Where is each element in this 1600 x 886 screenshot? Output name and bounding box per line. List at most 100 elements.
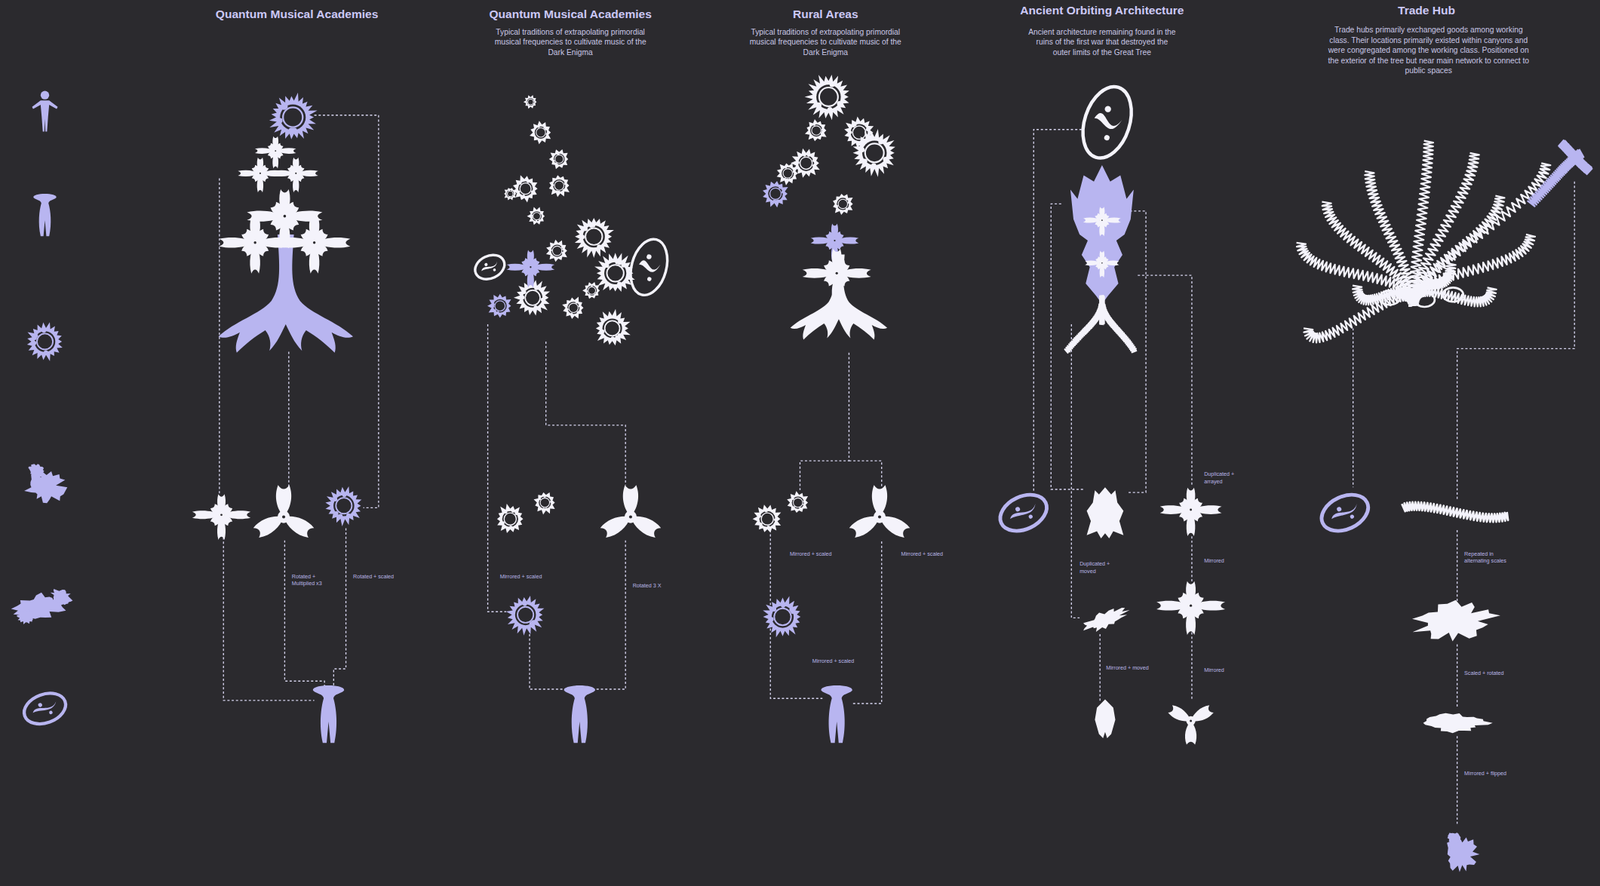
figure-part <box>240 228 259 247</box>
figure-part <box>762 181 789 208</box>
figure-part <box>1186 601 1195 611</box>
figure-part <box>522 601 528 607</box>
leader-line <box>1456 736 1458 824</box>
figure-part <box>25 460 48 482</box>
figure-small-person <box>31 90 58 132</box>
figure-part <box>551 184 554 187</box>
figure-part <box>529 621 535 627</box>
figure-part <box>585 227 602 245</box>
figure-part <box>555 154 564 163</box>
figure-part <box>836 197 849 210</box>
figure-part <box>549 149 569 169</box>
figure-part <box>1103 104 1112 113</box>
figure-part <box>1409 594 1504 647</box>
figure-part <box>617 319 622 324</box>
figure-part <box>776 199 781 203</box>
cross-figure <box>192 494 251 541</box>
figure-part <box>502 511 519 528</box>
transform-note: Duplicated + arrayed <box>1203 471 1250 486</box>
figure-part <box>816 84 841 109</box>
figure-part <box>783 178 787 181</box>
transform-note: Duplicated + moved <box>1079 561 1125 576</box>
figure-part <box>346 513 351 519</box>
figure-part <box>293 170 299 176</box>
figure-part <box>220 513 223 516</box>
figure-part <box>269 200 289 220</box>
leader-line <box>284 540 325 688</box>
figure-part <box>282 107 303 127</box>
column-description: Typical traditions of extrapolating prim… <box>749 27 903 59</box>
figure-part <box>508 189 510 191</box>
figure-part <box>862 158 867 163</box>
mirrored-figure <box>1070 165 1134 305</box>
loop-figure <box>1379 290 1401 305</box>
figure-part <box>638 258 661 274</box>
figure-part <box>334 511 339 516</box>
figure-part <box>533 492 555 516</box>
leader-line <box>529 634 568 690</box>
figure-part <box>554 162 557 165</box>
eye-figure <box>1074 80 1140 165</box>
leader-line <box>1456 530 1458 602</box>
figure-part <box>853 128 896 178</box>
figure-part <box>561 245 564 249</box>
figure-part <box>209 503 225 518</box>
figure-part <box>767 186 783 201</box>
leader-line <box>1457 181 1576 501</box>
figure-part <box>802 503 805 506</box>
figure-part <box>624 235 673 300</box>
furry-branch <box>1408 162 1551 306</box>
gear-figure <box>752 504 782 533</box>
figure-part <box>776 162 799 185</box>
figure-part <box>588 294 591 297</box>
figure-part <box>537 125 540 128</box>
eye-figure <box>624 235 673 300</box>
blob-figure <box>1423 713 1493 734</box>
figure-part <box>796 161 800 165</box>
cross-figure <box>802 248 872 303</box>
figure-part <box>506 595 545 636</box>
cross-figure <box>1083 206 1121 237</box>
figure-part <box>596 244 602 249</box>
figure-part <box>816 102 821 108</box>
figure-part <box>590 284 593 287</box>
column-description: Typical traditions of extrapolating prim… <box>494 27 648 59</box>
figure-part <box>279 104 306 130</box>
figure-part <box>561 251 565 255</box>
leader-line <box>546 341 627 486</box>
gear-figure <box>762 181 789 208</box>
transform-note: Repeated in alternating scales <box>1464 550 1516 566</box>
figure-part <box>310 238 319 247</box>
figure-part <box>812 159 816 163</box>
figure-part <box>552 159 556 163</box>
gear-figure <box>561 297 584 320</box>
figure-part <box>804 74 850 120</box>
figure-part <box>540 212 543 215</box>
eye-figure <box>471 250 509 284</box>
figure-part <box>594 252 636 292</box>
figure-part <box>813 123 816 126</box>
figure-part <box>503 187 516 200</box>
figure-part <box>798 155 814 172</box>
figure-part <box>836 101 842 106</box>
three-arm-figure <box>1166 704 1214 746</box>
figure-part <box>518 181 533 196</box>
figure-part <box>568 303 578 313</box>
figure-part <box>313 685 344 744</box>
leader-line <box>1191 628 1192 701</box>
figure-person <box>821 685 853 744</box>
figure-part <box>1178 497 1195 514</box>
column-title: Quantum Musical Academies <box>179 8 415 21</box>
figure-part <box>604 262 627 285</box>
figure-part <box>471 250 509 284</box>
figure-part <box>554 181 564 191</box>
leader-line <box>1071 324 1080 618</box>
figure-part <box>534 305 538 310</box>
figure-part <box>509 525 513 529</box>
figure-part <box>866 127 870 132</box>
figure-part <box>773 608 791 626</box>
cross-figure <box>273 157 319 193</box>
figure-part <box>282 515 286 520</box>
figure-part <box>804 119 827 142</box>
gear-figure <box>529 120 551 145</box>
